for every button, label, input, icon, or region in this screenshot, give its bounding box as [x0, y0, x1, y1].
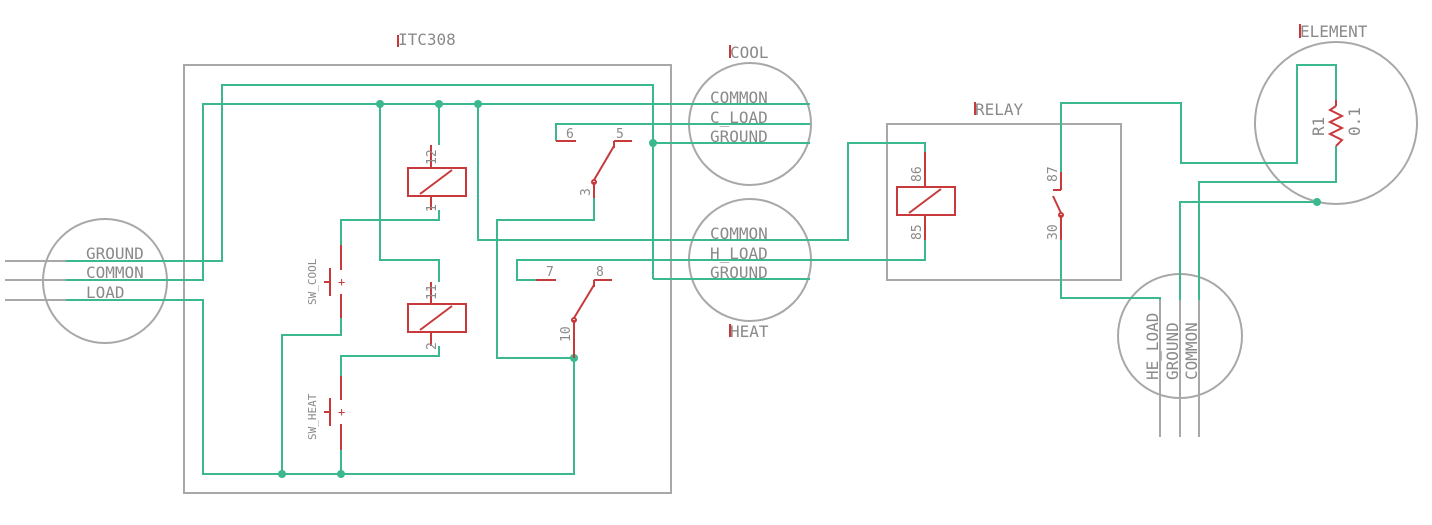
element-resistor-value: 0.1 [1345, 107, 1364, 136]
sw-heat-plus: + [338, 405, 345, 419]
cool-title: COOL [730, 43, 769, 62]
element-connector [1254, 41, 1418, 205]
sw-cool-symbol [324, 245, 342, 318]
element-resistor-name: R1 [1309, 117, 1328, 136]
cool-pin-ground: GROUND [710, 127, 768, 146]
cool-switch-pin-3: 3 [579, 188, 594, 196]
itc308-title: ITC308 [398, 30, 456, 49]
he-pin-lines [1159, 300, 1200, 437]
heat-pin-common: COMMON [710, 224, 768, 243]
relay-contact-87-30 [1052, 172, 1064, 240]
relay-top-pin-12: 12 [425, 149, 440, 165]
sw-cool-plus: + [338, 275, 345, 289]
heat-pin-ground: GROUND [710, 263, 768, 282]
he-pin-common: COMMON [1182, 322, 1201, 380]
relay-pin-30: 30 [1046, 224, 1061, 240]
relay-coil-86-85 [896, 152, 956, 240]
junctions [278, 100, 1321, 478]
relay-pin-87: 87 [1046, 166, 1061, 182]
relay-title: RELAY [975, 100, 1024, 119]
relay-bottom-pin-11: 11 [425, 284, 440, 300]
cool-pin-common: COMMON [710, 88, 768, 107]
relay-bottom-pin-2: 2 [425, 342, 440, 350]
relay-frame [886, 123, 1122, 281]
cool-switch-pin-5: 5 [616, 127, 624, 142]
he-pin-he-load: HE_LOAD [1143, 313, 1162, 380]
relay-pin-85: 85 [910, 224, 925, 240]
sw-heat-symbol [324, 376, 342, 450]
sw-heat-label: SW_HEAT [306, 393, 319, 440]
heat-switch-pin-8: 8 [596, 265, 604, 280]
heat-switch-contact [536, 279, 612, 358]
relay-coil-top [407, 145, 467, 210]
heat-title: HEAT [730, 322, 769, 341]
he-pin-ground: GROUND [1163, 322, 1182, 380]
heat-pin-h-load: H_LOAD [710, 244, 768, 263]
cool-switch-pin-6: 6 [566, 127, 574, 142]
mains-pin-load: LOAD [86, 283, 125, 302]
wires [66, 64, 1337, 475]
heat-switch-pin-7: 7 [546, 265, 554, 280]
cool-switch-contact [556, 140, 632, 198]
heat-switch-pin-10: 10 [559, 326, 574, 342]
element-resistor [1327, 100, 1345, 147]
sw-cool-label: SW_COOL [306, 258, 319, 305]
relay-pin-86: 86 [910, 166, 925, 182]
cool-pin-c-load: C_LOAD [710, 108, 768, 127]
mains-pin-ground: GROUND [86, 244, 144, 263]
element-title: ELEMENT [1300, 22, 1368, 41]
mains-pin-common: COMMON [86, 263, 144, 282]
relay-top-pin-1: 1 [425, 204, 440, 212]
relay-coil-bottom [407, 282, 467, 346]
